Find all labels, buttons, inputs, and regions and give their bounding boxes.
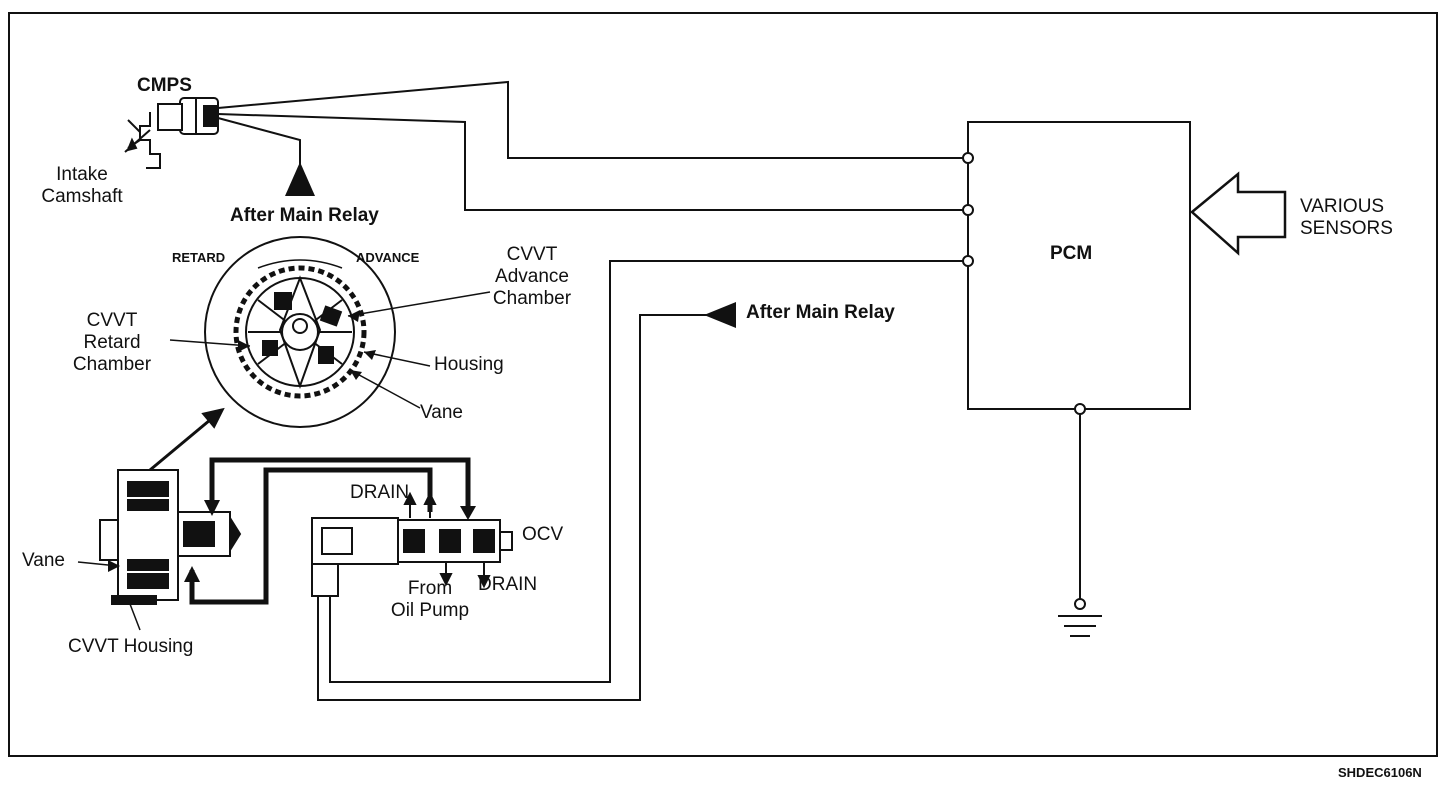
ocv-label: OCV (522, 524, 564, 545)
housing-label: Housing (434, 354, 504, 375)
cvvt-retard-chamber-label: CVVT Retard Chamber (72, 310, 152, 375)
after-main-relay-mid-arrow (704, 302, 736, 328)
leader-arrow-advance (348, 310, 360, 322)
ocv-wiring (317, 260, 963, 701)
drain-arrows (403, 491, 491, 589)
pcm-terminal-ground (1074, 403, 1086, 415)
pcm-terminal-1 (962, 152, 974, 164)
drain-bottom-label: DRAIN (478, 574, 538, 595)
leader-arrow-vane-lower (108, 560, 120, 572)
advance-label: ADVANCE (356, 250, 420, 265)
after-main-relay-top-label: After Main Relay (230, 205, 379, 226)
connection-arrow (149, 407, 225, 472)
leader-arrow-housing (364, 350, 376, 360)
after-main-relay-mid-label: After Main Relay (746, 302, 895, 323)
from-oil-pump-label: From Oil Pump (390, 578, 470, 621)
intake-camshaft-label: Intake Camshaft (41, 164, 123, 207)
oil-arrow-1 (204, 500, 220, 516)
cmps-label: CMPS (137, 75, 192, 96)
after-main-relay-top-arrow (285, 162, 315, 196)
pcm-box (967, 121, 1191, 410)
cvvt-assembly (99, 469, 242, 605)
cvvt-housing-label: CVVT Housing (68, 636, 194, 657)
retard-label: RETARD (172, 250, 226, 265)
leader-arrow-vane (350, 370, 362, 380)
pcm-terminal-2 (962, 204, 974, 216)
cmps-sensor (157, 97, 219, 135)
reference-code: SHDEC6106N (1338, 765, 1422, 780)
cvvt-gear (204, 236, 396, 428)
diagram-frame (8, 12, 1438, 757)
oil-passages (189, 457, 471, 605)
various-sensors-label: VARIOUS SENSORS (1300, 196, 1393, 239)
gear-leaders (169, 291, 491, 409)
intake-camshaft (124, 112, 161, 169)
vane-upper-label: Vane (420, 402, 463, 423)
cmps-wiring (217, 80, 963, 211)
cvvt-advance-chamber-label: CVVT Advance Chamber (492, 244, 572, 309)
ground-symbol (1058, 414, 1102, 637)
drain-top-label: DRAIN (350, 482, 410, 503)
various-sensors-arrow (1190, 171, 1287, 256)
leader-arrow-retard (238, 340, 250, 352)
pcm-terminal-3 (962, 255, 974, 267)
ocv-valve (311, 517, 513, 597)
oil-arrow-3 (460, 506, 476, 520)
oil-arrow-2 (184, 566, 200, 582)
vane-lower-label: Vane (22, 550, 65, 571)
pcm-label: PCM (1050, 243, 1093, 264)
